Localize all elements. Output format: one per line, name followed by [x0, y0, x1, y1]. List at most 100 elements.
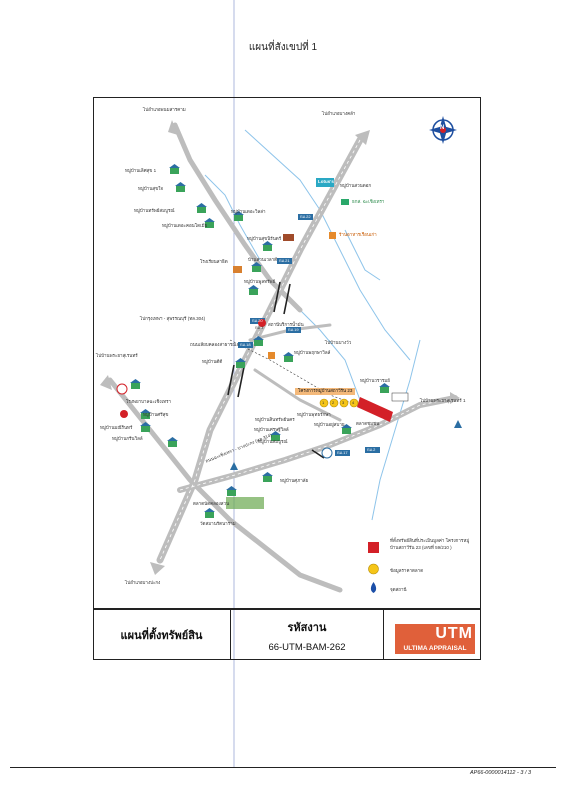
km-badge — [298, 214, 313, 220]
village-icon — [254, 340, 263, 346]
arrow-e — [450, 392, 460, 404]
place-label: หมู่บ้านกรีนวิลล์ — [112, 436, 143, 441]
place-label: โรงเรียนสาธิต — [200, 259, 228, 264]
km-badges — [238, 214, 380, 456]
place-label: หมู่บ้านเศรษฐีวิลล์ — [254, 427, 289, 432]
place-label: หมู่บ้านพฤกษาวิลล์ — [294, 350, 331, 355]
footer-title: แผนที่ตั้งทรัพย์สิน — [93, 610, 231, 660]
km-badge — [277, 258, 292, 264]
road-label-right: ไปบ้านพระยาสุเรนทร์ 1 — [420, 398, 466, 403]
arrow-ne — [355, 130, 370, 145]
place-label: ถนนเลียบคลองสาธารณะ — [190, 342, 239, 347]
place-label: หมู่บ้านมณีรินทร์ — [100, 425, 133, 430]
road-label-bottom-right: ไปบ้านบางวัว — [325, 340, 352, 345]
river-5 — [289, 299, 361, 401]
route-badge-mid — [321, 447, 333, 459]
place-label: ธกส. ฉะเชิงเทรา — [352, 199, 385, 204]
road-nw — [172, 122, 303, 313]
km-badge-label: กม.20 — [252, 318, 263, 323]
arrow-w — [100, 375, 112, 390]
place-label: หมู่บ้านสุขนิรันดร์ — [247, 236, 282, 241]
utm-logo-subtext: ULTIMA APPRAISAL — [403, 645, 467, 652]
subject-property-marker — [357, 397, 393, 422]
km-badge-label: กม.3 — [255, 325, 264, 330]
village-icon — [252, 266, 261, 272]
village-icon — [131, 383, 140, 389]
page-title: แผนที่สังเขปที่ 1 — [248, 42, 318, 53]
village-icon — [271, 435, 280, 441]
place-label: หมู่บ้านสุขใจ — [138, 186, 164, 191]
road-label-left: ไปบ้านพระยาสุเรนทร์ — [96, 353, 138, 358]
temple-icon — [230, 462, 238, 470]
village-icon — [342, 428, 351, 434]
km-badge-label: กม.22 — [300, 214, 311, 219]
page-code: AP66-0000014112 - 3 / 3 — [470, 770, 532, 776]
village-icon — [249, 289, 258, 295]
river-3 — [204, 174, 261, 261]
map-frame — [93, 97, 481, 660]
place-label: หมู่บ้านเลิศสุข 1 — [125, 168, 157, 173]
comparables — [319, 398, 359, 408]
road-label-top-right: ไปอำเภอบางคล้า — [322, 111, 356, 116]
gas-station-icon — [258, 319, 266, 327]
place-label: หมู่บ้านดีดี — [202, 359, 223, 364]
lotus-label: Lotus's — [318, 179, 334, 184]
legend-subject-label: ที่ตั้งทรัพย์สินที่ประเมินมูลค่า โครงการ… — [390, 538, 470, 550]
road-sw — [107, 377, 343, 593]
arrows — [100, 120, 460, 575]
place-label: บ้านสวนเวลาดี — [248, 257, 278, 262]
village-icon — [205, 222, 214, 228]
km-badge-label: กม.18 — [240, 342, 251, 347]
km-badge — [365, 447, 380, 453]
km-badge-label: กม.17 — [337, 450, 348, 455]
road-label-bottom: ไปอำเภอบางปะกง — [125, 580, 161, 585]
place-label: ตลาดนัดคลองสวน — [193, 501, 230, 506]
km-badge — [335, 450, 350, 456]
compass-letter: N — [440, 125, 445, 131]
comparable-1 — [319, 398, 329, 408]
river-1 — [244, 129, 411, 361]
road-dashes — [159, 139, 456, 561]
legend-gas-label: จุดสถานี — [390, 587, 407, 592]
village-icon — [168, 441, 177, 447]
place-label: หมู่บ้านวรารมย์ — [360, 378, 390, 383]
place-label: ร้านอาหารเรือนเก่า — [339, 232, 377, 237]
restaurant-icon-2 — [268, 352, 275, 359]
rivers — [204, 129, 421, 521]
river-2 — [344, 229, 381, 281]
village-icon — [284, 356, 293, 362]
place-label: หมู่บ้านเดอะคอนโดเมีย — [162, 223, 208, 228]
road-label-top-left: ไปอำเภอพนมสารคาม — [143, 107, 186, 112]
comparable-2 — [329, 398, 339, 408]
km-badge-label: กม.2 — [367, 447, 376, 452]
arrow-sw — [150, 562, 165, 575]
road-label-mid-left: ไปกรุงเทพฯ - สุพรรณบุรี (ทล.304) — [140, 316, 206, 321]
school-icon — [283, 234, 294, 241]
place-label: หมู่บ้านศุภาลัย — [280, 478, 309, 483]
place-label: โรงพยาบาลฉะเชิงเทรา — [126, 399, 172, 404]
compass-icon — [429, 116, 457, 144]
village-icon — [380, 387, 389, 393]
shop-icon — [233, 266, 242, 273]
km-badge — [250, 318, 265, 324]
village-icon — [141, 413, 150, 419]
km-badge — [286, 327, 301, 333]
road-inner — [253, 368, 342, 422]
village-icon — [263, 245, 272, 251]
water-icon — [454, 420, 462, 428]
km-badge — [238, 342, 253, 348]
place-label: หมู่บ้านสินทรัพย์นคร — [255, 417, 295, 422]
utm-logo — [395, 624, 475, 654]
village-icon — [234, 215, 243, 221]
village-icon — [263, 476, 272, 482]
route-badge-left — [116, 383, 128, 395]
utm-logo-text: UTM — [435, 625, 473, 642]
legend-gas-swatch — [370, 582, 377, 593]
comparable-num-4: 4 — [352, 400, 355, 405]
place-label: หมู่บ้านอยู่สบาย — [314, 422, 345, 427]
village-icon — [176, 186, 185, 192]
restaurant-icon — [329, 232, 336, 239]
comparable-num-1: 1 — [322, 400, 325, 405]
hospital-icon — [120, 410, 128, 418]
